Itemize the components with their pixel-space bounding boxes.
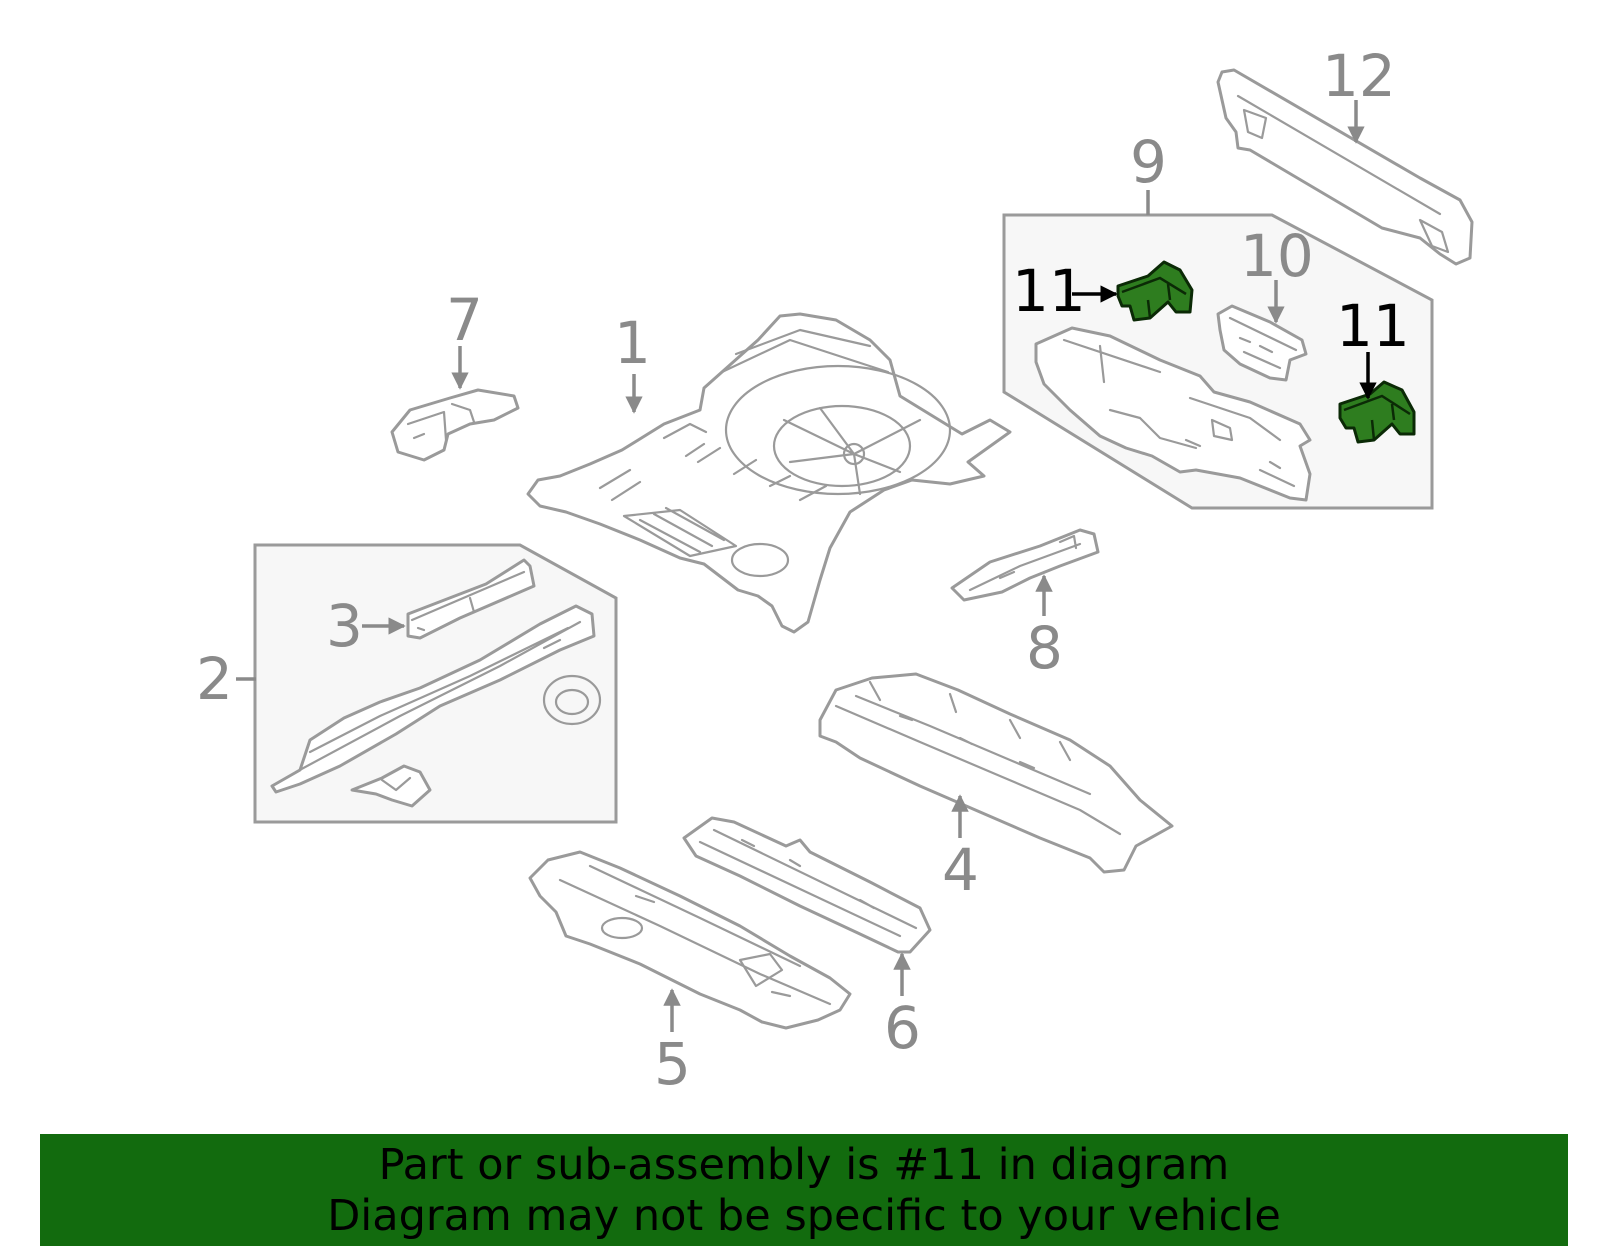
- callout-12: 12: [1322, 42, 1396, 110]
- callout-10: 10: [1240, 222, 1314, 290]
- part-11-bracket-lower[interactable]: [1338, 380, 1416, 444]
- callout-11b: 11: [1336, 292, 1410, 360]
- part-8-rail[interactable]: [950, 528, 1100, 602]
- part-10-bracket[interactable]: [1216, 304, 1308, 382]
- part-12-rear-crossmember[interactable]: [1216, 68, 1474, 266]
- banner-line-1: Part or sub-assembly is #11 in diagram: [378, 1140, 1230, 1190]
- part-9-rear-panel[interactable]: [1034, 326, 1312, 502]
- callout-11a: 11: [1012, 257, 1086, 325]
- part-4-crossmember[interactable]: [818, 672, 1174, 874]
- part-3-reinforcement[interactable]: [406, 558, 536, 640]
- part-6-rail[interactable]: [682, 816, 932, 954]
- callout-2: 2: [196, 645, 233, 713]
- callout-9: 9: [1130, 128, 1167, 196]
- part-1-rear-floor-pan[interactable]: [526, 312, 1012, 634]
- part-5-crossmember[interactable]: [528, 850, 852, 1030]
- callout-4: 4: [942, 836, 979, 904]
- banner-line-2: Diagram may not be specific to your vehi…: [327, 1191, 1281, 1241]
- callout-6: 6: [884, 994, 921, 1062]
- callout-5: 5: [654, 1030, 691, 1098]
- callout-3: 3: [326, 592, 363, 660]
- part-7-bracket[interactable]: [390, 388, 520, 462]
- callout-7: 7: [446, 286, 483, 354]
- part-11-bracket-upper[interactable]: [1116, 260, 1194, 322]
- callout-8: 8: [1026, 614, 1063, 682]
- part-2-side-rail[interactable]: [270, 604, 602, 808]
- info-banner: Part or sub-assembly is #11 in diagram D…: [40, 1134, 1568, 1246]
- callout-1: 1: [614, 309, 651, 377]
